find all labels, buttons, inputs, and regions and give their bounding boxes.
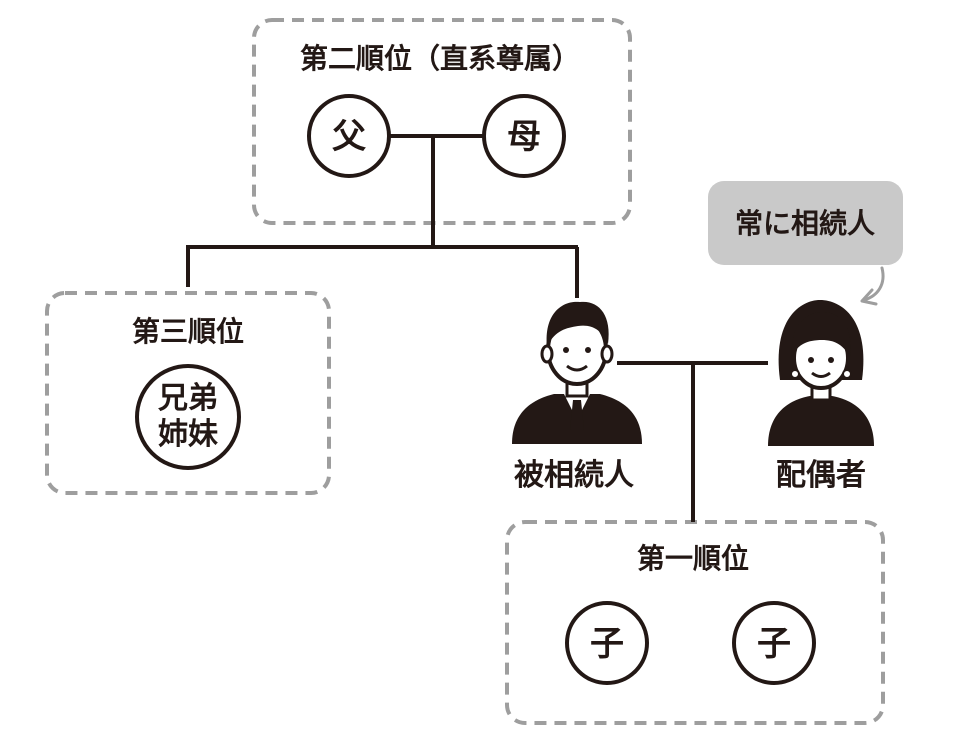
svg-text:子: 子 [757, 624, 791, 664]
node-child-1: 子 [565, 601, 649, 685]
curved-arrow-icon [860, 266, 885, 306]
svg-text:姉妹: 姉妹 [158, 417, 218, 452]
svg-text:父: 父 [332, 117, 366, 157]
svg-text:子: 子 [590, 624, 624, 664]
woman-avatar-icon [768, 300, 874, 446]
node-father: 父 [307, 94, 391, 178]
label-spouse: 配偶者 [776, 458, 866, 493]
svg-text:兄弟: 兄弟 [158, 381, 218, 416]
label-decedent: 被相続人 [514, 458, 634, 493]
callout-bubble: 常に相続人 [708, 181, 903, 265]
node-mother: 母 [482, 94, 566, 178]
group-title-first-rank: 第一順位 [637, 542, 749, 575]
callout-text: 常に相続人 [735, 207, 875, 240]
group-box-third-rank [45, 291, 331, 495]
connector-lines [186, 134, 768, 522]
group-title-second-rank: 第二順位（直系尊属） [300, 42, 580, 75]
group-title-third-rank: 第三順位 [132, 315, 244, 348]
man-avatar-icon [512, 301, 642, 444]
node-siblings: 兄弟 姉妹 [135, 364, 241, 470]
node-child-2: 子 [732, 601, 816, 685]
svg-text:母: 母 [507, 117, 541, 157]
group-box-second-rank [252, 18, 632, 225]
